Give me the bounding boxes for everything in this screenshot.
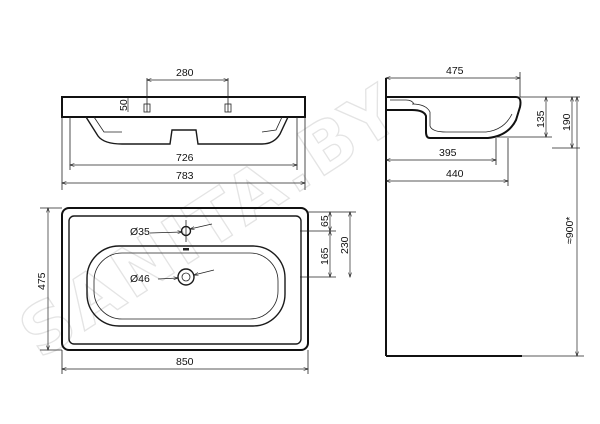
overflow-slot — [183, 248, 189, 251]
label-drain-hole: Ø46 — [130, 273, 150, 285]
dim-cabinet-depth: 440 — [446, 168, 464, 180]
dim-bowl-width: 395 — [439, 147, 457, 159]
dim-drain-offset: 165 — [319, 247, 331, 265]
dim-drain-from-back: 230 — [339, 236, 351, 254]
top-outline — [61, 207, 309, 351]
dim-tap-offset: 65 — [319, 215, 331, 227]
front-bowl-inner — [93, 116, 283, 133]
side-bowl-inner — [411, 103, 513, 133]
tap-hole-marker-left — [143, 103, 151, 113]
front-bowl-profile — [85, 116, 289, 145]
top-inner-rim — [68, 215, 302, 345]
dim-top-width: 850 — [176, 356, 194, 368]
dim-cabinet-width: 726 — [176, 152, 194, 164]
dim-mount-height: ≈900* — [564, 217, 576, 244]
dim-overall-width: 783 — [176, 170, 194, 182]
tap-hole-marker-right — [224, 103, 232, 113]
dim-top-depth: 475 — [36, 272, 48, 290]
side-basin-profile — [386, 96, 522, 139]
label-tap-hole: Ø35 — [130, 226, 150, 238]
front-rim — [61, 96, 306, 118]
side-view: 475 135 190 395 440 ≈900* — [385, 65, 584, 357]
dim-side-depth: 475 — [446, 65, 464, 77]
watermark: SANITA.BY — [6, 69, 416, 374]
top-view: Ø35 Ø46 65 165 230 475 850 — [36, 207, 356, 374]
dim-bowl-depth: 135 — [535, 110, 547, 128]
dim-basin-height: 190 — [561, 113, 573, 131]
top-bowl-inner — [93, 252, 279, 320]
dim-tap-spacing: 280 — [176, 67, 194, 79]
dim-rim-height: 50 — [118, 99, 130, 111]
front-view: 280 50 726 783 — [61, 67, 306, 190]
top-bowl — [86, 245, 286, 327]
